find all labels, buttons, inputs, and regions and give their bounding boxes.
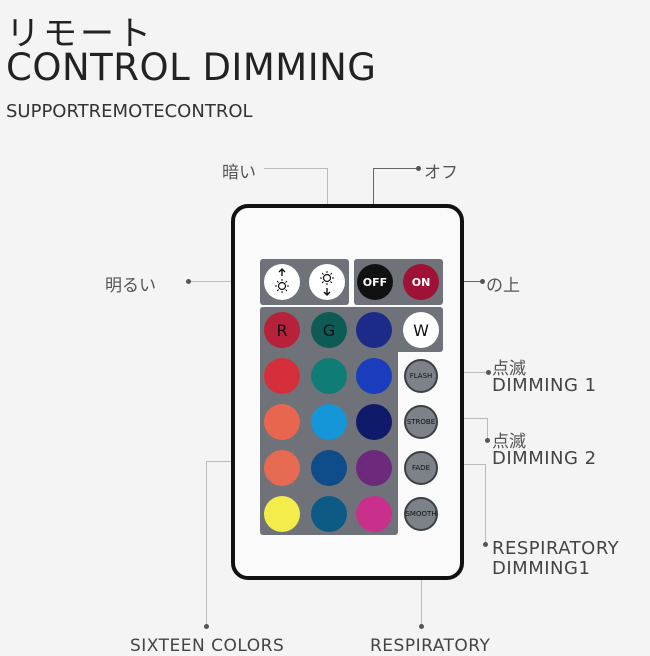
color-button-r2-c2[interactable] bbox=[311, 358, 347, 394]
color-button-r4-c2[interactable] bbox=[311, 450, 347, 486]
color-button-r3-c3[interactable] bbox=[356, 404, 392, 440]
label-sixteen-colors: SIXTEEN COLORS bbox=[130, 636, 285, 656]
leader-line-bright bbox=[190, 281, 262, 282]
color-button-r5-c3[interactable] bbox=[356, 496, 392, 532]
on-button[interactable]: ON bbox=[403, 264, 439, 300]
color-button-r5-c2[interactable] bbox=[311, 496, 347, 532]
leader-dot-off bbox=[416, 166, 421, 171]
color-button-r2-c3[interactable] bbox=[356, 358, 392, 394]
label-respiratory-2: DIMMING1 bbox=[492, 558, 591, 579]
label-bright: 明るい bbox=[105, 276, 156, 296]
leader-dot-flash bbox=[486, 370, 491, 375]
leader-dot-up bbox=[480, 279, 485, 284]
label-up: の上 bbox=[486, 276, 520, 296]
remote-control: OFF ON R G W FLASH STROBE FADE SMOOTH bbox=[231, 204, 464, 580]
leader-dot-smooth bbox=[419, 624, 424, 629]
page-subtitle: SUPPORTREMOTECONTROL bbox=[6, 101, 253, 122]
label-dark: 暗い bbox=[222, 163, 256, 183]
brightness-down-button[interactable] bbox=[309, 264, 345, 300]
color-button-r5-c1[interactable] bbox=[264, 496, 300, 532]
leader-dot-bright bbox=[186, 279, 191, 284]
white-button[interactable]: W bbox=[403, 312, 439, 348]
label-respiratory-bottom: RESPIRATORY bbox=[370, 636, 491, 656]
leader-line-colors-v bbox=[206, 461, 207, 627]
smooth-button[interactable]: SMOOTH bbox=[404, 497, 438, 531]
sun-up-icon bbox=[275, 268, 289, 293]
leader-line-fade-v bbox=[485, 464, 486, 544]
label-respiratory-1: RESPIRATORY bbox=[492, 538, 620, 559]
color-button-r4-c3[interactable] bbox=[356, 450, 392, 486]
label-flash-jp: 点滅 bbox=[492, 359, 526, 379]
color-button-r4-c1[interactable] bbox=[264, 450, 300, 486]
page-title-jp: リモート bbox=[6, 14, 154, 54]
strobe-button[interactable]: STROBE bbox=[404, 405, 438, 439]
leader-dot-fade bbox=[483, 542, 488, 547]
label-flash-en: DIMMING 1 bbox=[492, 375, 597, 396]
color-button-r2-c1[interactable] bbox=[264, 358, 300, 394]
leader-line-dark-h bbox=[264, 168, 327, 169]
sun-down-icon bbox=[320, 271, 334, 296]
red-button[interactable]: R bbox=[264, 312, 300, 348]
color-button-r3-c2[interactable] bbox=[311, 404, 347, 440]
blue-button[interactable] bbox=[356, 312, 392, 348]
fade-button[interactable]: FADE bbox=[404, 451, 438, 485]
leader-dot-strobe bbox=[485, 438, 490, 443]
label-strobe-en: DIMMING 2 bbox=[492, 448, 597, 469]
green-button[interactable]: G bbox=[311, 312, 347, 348]
off-button[interactable]: OFF bbox=[357, 264, 393, 300]
flash-button[interactable]: FLASH bbox=[404, 359, 438, 393]
label-strobe-jp: 点滅 bbox=[492, 432, 526, 452]
brightness-up-button[interactable] bbox=[264, 264, 300, 300]
leader-line-strobe-v bbox=[487, 418, 488, 440]
color-button-r3-c1[interactable] bbox=[264, 404, 300, 440]
label-off: オフ bbox=[424, 163, 458, 183]
leader-dot-colors bbox=[204, 624, 209, 629]
page-title-en: CONTROL DIMMING bbox=[6, 46, 377, 89]
leader-line-off-h bbox=[373, 168, 418, 169]
